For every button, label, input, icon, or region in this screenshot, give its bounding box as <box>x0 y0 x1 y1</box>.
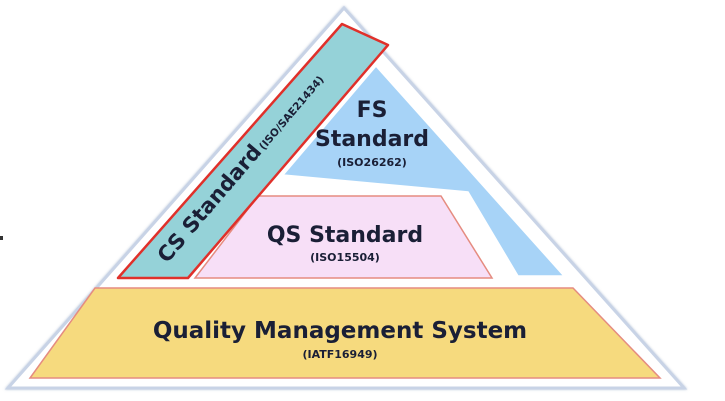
edge-tick <box>0 236 3 240</box>
qs-band <box>193 195 494 279</box>
qms-band <box>28 287 662 379</box>
fs-region <box>281 64 566 277</box>
qs-title: QS Standard <box>267 223 423 248</box>
fs-subtitle: (ISO26262) <box>337 156 407 169</box>
cs-band <box>116 22 390 280</box>
qms-subtitle: (IATF16949) <box>302 348 377 361</box>
qs-subtitle: (ISO15504) <box>310 251 380 264</box>
fs-title-line2: Standard <box>315 127 429 152</box>
fs-title-line1: FS <box>357 98 388 123</box>
qms-title: Quality Management System <box>153 318 527 344</box>
